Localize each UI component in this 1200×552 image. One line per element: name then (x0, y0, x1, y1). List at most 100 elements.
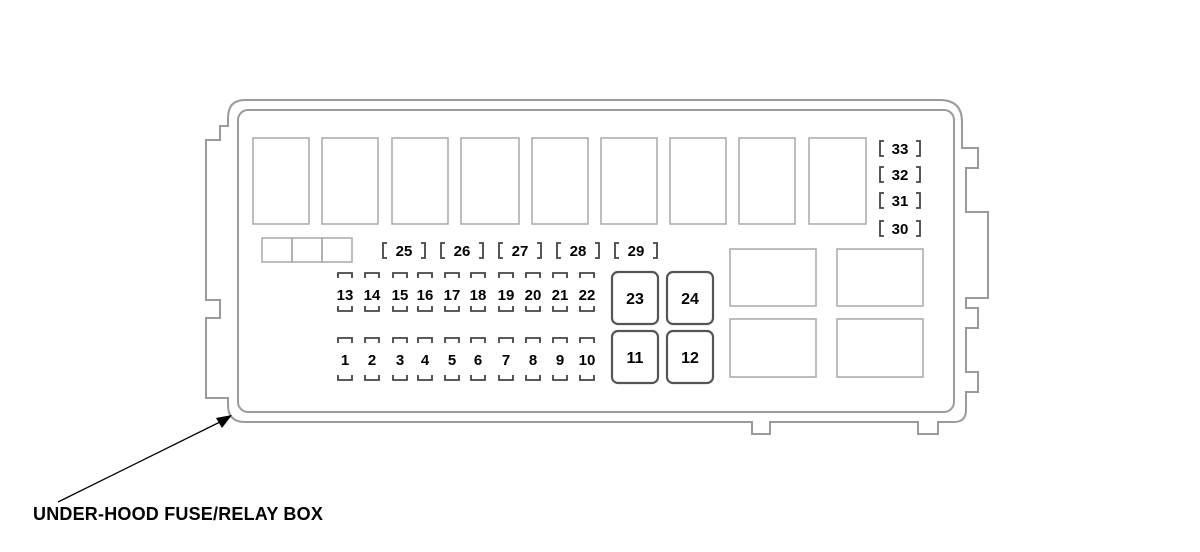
arrowhead-icon (216, 415, 232, 428)
fuse-label-31: 31 (892, 193, 909, 210)
mini-fuse-slot-top (417, 272, 433, 278)
mini-fuse-slot-bottom (525, 375, 541, 381)
fuse-label-7: 7 (502, 352, 510, 369)
mini-fuse-slot-top (364, 272, 380, 278)
large-fuse-23 (610, 270, 660, 326)
fuse-label-2: 2 (368, 352, 376, 369)
fuse-label-9: 9 (556, 352, 564, 369)
fuse-bracket-left (498, 242, 503, 259)
large-fuse-24 (665, 270, 715, 326)
fuse-bracket-left (879, 220, 884, 237)
leader-arrow (57, 415, 232, 503)
fuse-label-10: 10 (579, 352, 596, 369)
mini-fuse-slot-top (364, 337, 380, 343)
fuse-label-19: 19 (498, 287, 515, 304)
fuse-label-25: 25 (396, 243, 413, 260)
fuse-label-29: 29 (628, 243, 645, 260)
small-slot (321, 237, 353, 263)
fuse-label-1: 1 (341, 352, 349, 369)
fuse-box-caption: UNDER-HOOD FUSE/RELAY BOX (33, 504, 324, 524)
fuse-label-17: 17 (444, 287, 461, 304)
fuse-bracket-right (916, 220, 921, 237)
mini-fuse-slot-bottom (364, 306, 380, 312)
mini-fuse-bottom-row: 1 2 3 4 5 6 7 8 9 10 (341, 352, 596, 369)
mini-fuse-slot-top (444, 272, 460, 278)
mini-fuse-slot-top (470, 272, 486, 278)
upper-slot (460, 137, 520, 225)
fuse-bracket-right (916, 140, 921, 157)
fuse-label-27: 27 (512, 243, 529, 260)
relay-slot (729, 248, 817, 307)
mini-fuse-slot-bottom (417, 375, 433, 381)
mini-fuse-slot-top (498, 272, 514, 278)
fuse-bracket-left (614, 242, 619, 259)
fuse-label-13: 13 (337, 287, 354, 304)
bracket-fuse-row: 25 26 27 28 29 (396, 243, 645, 260)
housing-inner-outline (237, 109, 955, 413)
fuse-label-30: 30 (892, 221, 909, 238)
leader-line (57, 419, 225, 503)
relay-slot (836, 318, 924, 378)
mini-fuse-slot-top (525, 272, 541, 278)
mini-fuse-slot-bottom (470, 375, 486, 381)
fuse-label-32: 32 (892, 167, 909, 184)
mini-fuse-slot-top (337, 337, 353, 343)
small-slot (291, 237, 323, 263)
fuse-label-11: 11 (627, 350, 644, 367)
fuse-label-5: 5 (448, 352, 456, 369)
mini-fuse-slot-top (579, 272, 595, 278)
mini-fuse-slot-top (444, 337, 460, 343)
mini-fuse-slot-bottom (552, 375, 568, 381)
housing-outer-outline (205, 99, 989, 435)
mini-fuse-slot-bottom (552, 306, 568, 312)
fuse-bracket-left (382, 242, 387, 259)
fuse-label-20: 20 (525, 287, 542, 304)
large-fuse-group (610, 270, 715, 385)
mini-fuse-slot-top (552, 272, 568, 278)
fuse-bracket-left (879, 140, 884, 157)
fuse-label-22: 22 (579, 287, 596, 304)
fuse-label-24: 24 (681, 291, 699, 308)
fuse-box-housing (205, 99, 989, 435)
fuse-label-33: 33 (892, 141, 909, 158)
upper-slot (669, 137, 727, 225)
mini-fuse-slot-bottom (498, 306, 514, 312)
mini-fuse-slot-bottom (392, 375, 408, 381)
large-fuse-12 (665, 329, 715, 385)
relay-slot (729, 318, 817, 378)
mini-fuse-slot-top (525, 337, 541, 343)
upper-slot (321, 137, 379, 225)
upper-slot-row (252, 137, 867, 225)
large-fuse-11 (610, 329, 660, 385)
mini-fuse-slot-bottom (364, 375, 380, 381)
fuse-label-12: 12 (681, 350, 699, 367)
mini-fuse-slot-bottom (525, 306, 541, 312)
mini-fuse-slot-top (392, 272, 408, 278)
fuse-bracket-right (537, 242, 542, 259)
fuse-bracket-right (916, 166, 921, 183)
fuse-label-26: 26 (454, 243, 471, 260)
mini-fuse-slot-top (579, 337, 595, 343)
mini-fuse-slot-bottom (470, 306, 486, 312)
small-slot (261, 237, 293, 263)
fuse-bracket-left (440, 242, 445, 259)
fuse-label-28: 28 (570, 243, 587, 260)
mini-fuse-slot-top (470, 337, 486, 343)
fuse-label-21: 21 (552, 287, 569, 304)
mini-fuse-brackets (337, 140, 921, 381)
bracket-fuse-column: 33 32 31 30 (892, 141, 909, 238)
mini-fuse-slot-top (498, 337, 514, 343)
mini-fuse-slot-bottom (498, 375, 514, 381)
mini-fuse-slot-bottom (579, 375, 595, 381)
mini-fuse-top-row: 13 14 15 16 17 18 19 20 21 22 (337, 287, 596, 304)
mini-fuse-slot-top (337, 272, 353, 278)
mini-fuse-slot-bottom (337, 306, 353, 312)
mini-fuse-slot-bottom (392, 306, 408, 312)
fuse-label-8: 8 (529, 352, 537, 369)
upper-slot (600, 137, 658, 225)
fuse-bracket-right (479, 242, 484, 259)
fuse-label-6: 6 (474, 352, 482, 369)
relay-slot (836, 248, 924, 307)
mini-fuse-slot-bottom (444, 306, 460, 312)
fuse-label-14: 14 (364, 287, 381, 304)
